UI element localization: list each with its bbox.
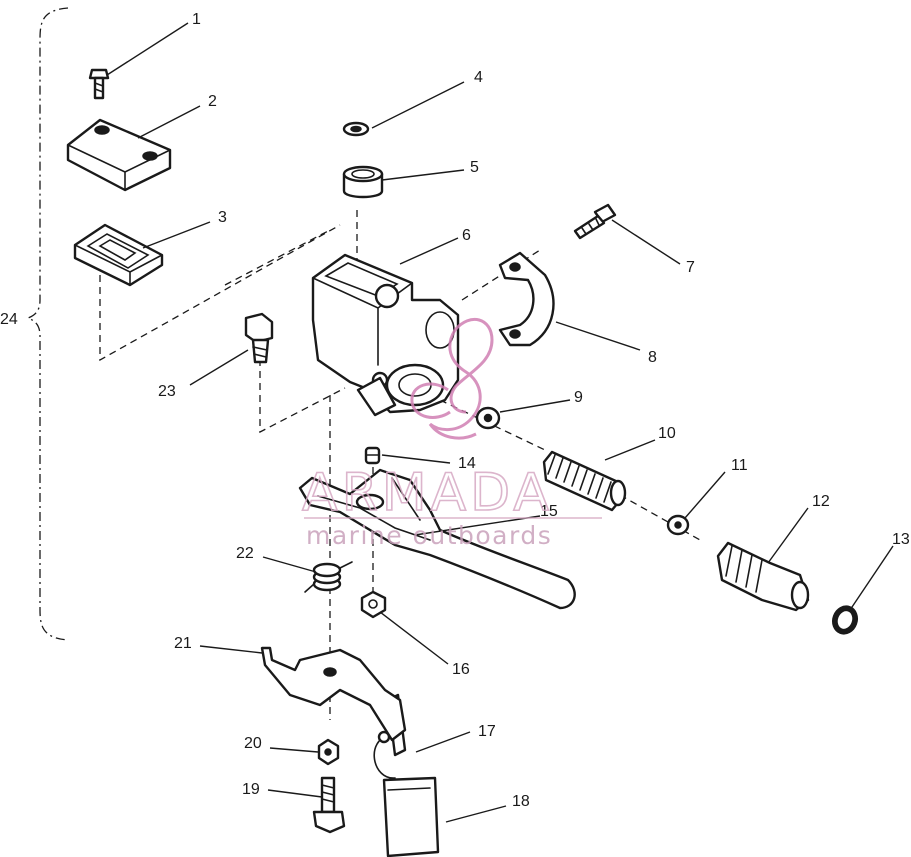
part-5-bushing	[342, 165, 384, 199]
part-21-bracket	[260, 646, 407, 742]
callout-14: 14	[458, 455, 476, 472]
part-22-spring	[304, 561, 353, 593]
callout-17: 17	[478, 723, 496, 740]
watermark-word: ARMADA	[302, 463, 553, 523]
callout-16: 16	[452, 661, 470, 678]
callout-20: 20	[244, 735, 262, 752]
callout-6: 6	[462, 227, 471, 244]
part-16-nut	[360, 590, 387, 619]
part-13-o-ring	[831, 605, 859, 635]
part-2-cover	[66, 118, 172, 192]
callout-10: 10	[658, 425, 676, 442]
part-15-lever	[298, 468, 576, 610]
callout-7: 7	[686, 259, 695, 276]
part-3-diaphragm	[73, 223, 164, 287]
callout-1: 1	[192, 11, 201, 28]
part-1-screw	[88, 68, 110, 100]
part-9-washer	[475, 406, 501, 430]
watermark-logo-icon	[410, 318, 494, 440]
callout-4: 4	[474, 69, 483, 86]
callout-9: 9	[574, 389, 583, 406]
callout-5: 5	[470, 159, 479, 176]
callout-18: 18	[512, 793, 530, 810]
callout-2: 2	[208, 93, 217, 110]
leader-lines	[106, 22, 894, 823]
callout-24: 24	[0, 311, 18, 328]
callout-13: 13	[892, 531, 910, 548]
part-11-washer	[666, 514, 690, 536]
part-18-tag	[382, 776, 440, 857]
part-19-bolt	[312, 776, 346, 834]
callout-23: 23	[158, 383, 176, 400]
callout-3: 3	[218, 209, 227, 226]
part-12-piston	[716, 541, 810, 612]
callout-12: 12	[812, 493, 830, 510]
part-10-spring	[542, 450, 627, 512]
watermark: ARMADA marine outboards	[301, 318, 602, 550]
assembly-group-bracket	[26, 7, 69, 641]
part-8-clamp	[498, 251, 555, 347]
watermark-subtitle: marine outboards	[306, 521, 552, 550]
part-7-bolt	[573, 203, 617, 240]
part-4-washer	[342, 121, 370, 137]
part-6-master-cylinder	[311, 253, 460, 417]
callout-8: 8	[648, 349, 657, 366]
part-23-pivot-bolt	[244, 312, 274, 364]
callout-21: 21	[174, 635, 192, 652]
part-14-pin	[364, 446, 381, 465]
callout-19: 19	[242, 781, 260, 798]
callout-15: 15	[540, 503, 558, 520]
callout-11: 11	[731, 457, 748, 474]
part-20-nut	[317, 738, 340, 766]
callout-labels: 1 2 3 4 5 6 7 8 9 10 11 12 13 14 15 16 1…	[0, 11, 910, 810]
callout-22: 22	[236, 545, 254, 562]
